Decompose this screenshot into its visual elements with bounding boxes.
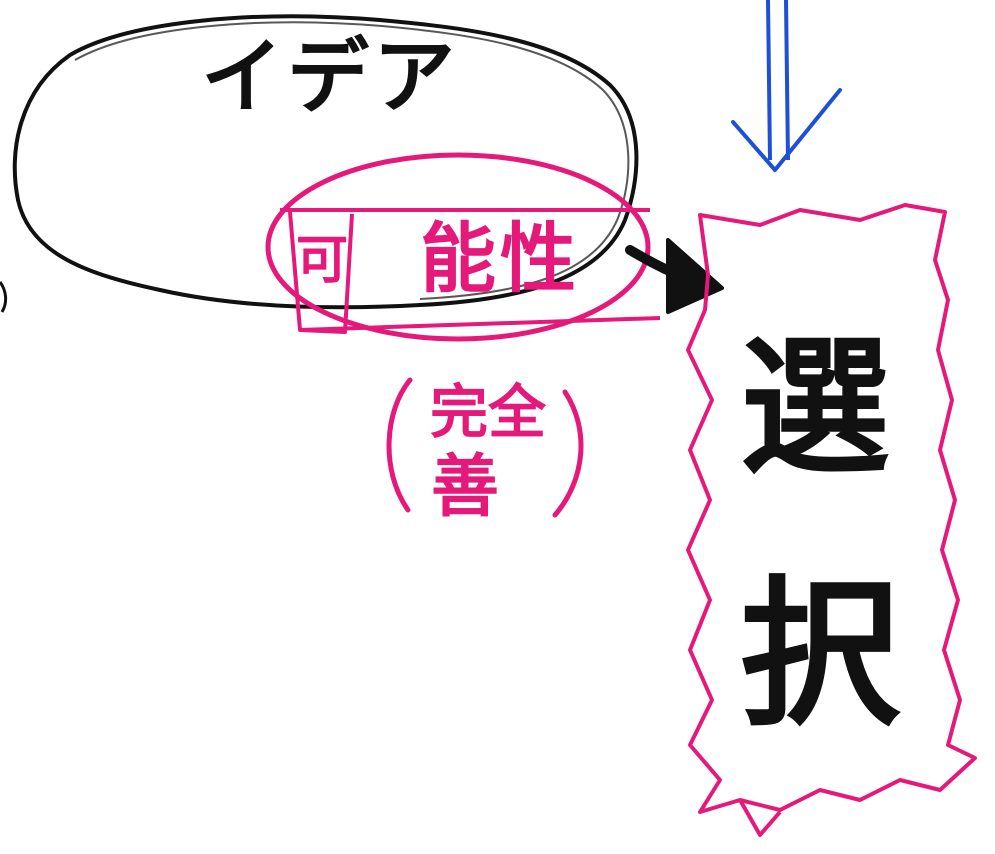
double-arrow-shaft-right (784, 0, 790, 161)
idea-cloud-outline (12, 14, 639, 310)
idea-label: イデア (201, 30, 459, 125)
right-parenthesis (552, 389, 584, 518)
idea-cloud: イデア (0, 14, 639, 313)
perfect-good-node: 完全 善 (386, 377, 584, 527)
perfect-good-line2: 善 (431, 448, 499, 527)
possibility-box-left (280, 208, 661, 334)
idea-cloud-stray-mark (0, 281, 8, 313)
idea-cloud-outline-double (74, 21, 630, 300)
choice-node: 選 択 (686, 203, 977, 837)
possibility-label-right: 能性 (420, 214, 580, 303)
choice-char-1: 選 (740, 322, 890, 496)
right-arrow-icon (625, 238, 724, 314)
connector-head (666, 238, 724, 314)
double-arrow-head (731, 88, 842, 172)
double-arrow-shaft-left (766, 0, 772, 161)
perfect-good-line1: 完全 (430, 378, 547, 446)
choice-jagged-tail (738, 799, 782, 837)
possibility-ellipse (265, 152, 651, 342)
left-parenthesis (386, 377, 413, 513)
choice-jagged-frame (686, 203, 977, 814)
double-down-arrow-icon (731, 0, 842, 172)
choice-char-2: 択 (740, 561, 901, 748)
possibility-label-left: 可 (296, 231, 348, 291)
possibility-node: 可 能性 (265, 152, 661, 342)
